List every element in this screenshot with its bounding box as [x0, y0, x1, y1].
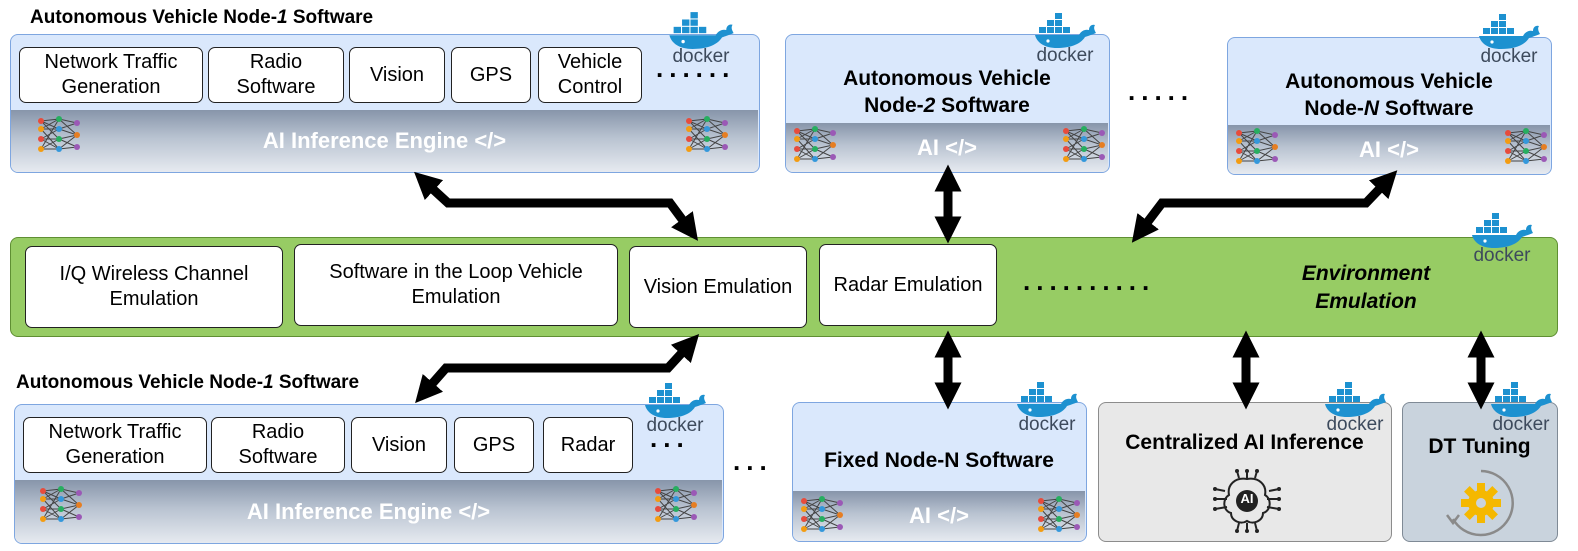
env-iq-wireless-channel: I/Q Wireless Channel Emulation	[25, 246, 283, 328]
neural-network-icon	[791, 125, 839, 165]
arrow-nodeN-environment	[1131, 170, 1398, 243]
component-vision: Vision	[349, 47, 445, 103]
docker-icon: docker	[1320, 380, 1390, 434]
more-components-dots: ...	[650, 423, 690, 453]
neural-network-icon	[798, 495, 846, 535]
docker-icon: docker	[1467, 211, 1537, 265]
neural-network-icon	[652, 485, 700, 525]
component-radio-software: Radio Software	[208, 47, 344, 103]
component-radar: Radar	[543, 417, 633, 473]
node2-ai-bar: AI </>	[786, 123, 1108, 172]
ai-brain-icon-text: AI	[1240, 491, 1254, 506]
component-radio-software: Radio Software	[211, 417, 345, 473]
more-fixed-nodes-dots: ...	[733, 446, 773, 476]
neural-network-icon	[1502, 127, 1550, 167]
docker-icon: docker	[666, 10, 736, 66]
more-components-dots: ......	[656, 53, 736, 83]
env-radar-emulation: Radar Emulation	[819, 244, 997, 326]
env-more-dots: ..........	[1023, 266, 1156, 296]
ai-inference-engine-label: AI Inference Engine </>	[262, 128, 507, 153]
bottom-node1-panel: Network Traffic Generation Radio Softwar…	[14, 404, 724, 544]
component-gps: GPS	[454, 417, 534, 473]
nodeN-panel: Autonomous Vehicle Node-N Software AI </…	[1227, 37, 1552, 175]
nodeN-label: Autonomous Vehicle Node-N Software	[1285, 70, 1493, 121]
fixed-node-panel: Fixed Node-N Software AI </>	[792, 402, 1087, 542]
environment-emulation-panel: I/Q Wireless Channel Emulation Software …	[10, 237, 1558, 337]
docker-icon: docker	[1474, 12, 1544, 66]
neural-network-icon	[1060, 125, 1108, 165]
ai-brain-icon	[1213, 469, 1281, 533]
docker-icon: docker	[1030, 11, 1100, 65]
arrow-top-node1-environment	[414, 171, 699, 241]
fixed-node-label: Fixed Node-N Software	[824, 449, 1054, 472]
more-nodes-dots: .....	[1128, 76, 1195, 106]
node2-label: Autonomous Vehicle Node-2 Software	[843, 67, 1051, 118]
centralized-ai-panel: Centralized AI Inference AI	[1098, 402, 1392, 542]
component-network-traffic: Network Traffic Generation	[19, 47, 203, 103]
node2-panel: Autonomous Vehicle Node-2 Software AI </…	[785, 34, 1110, 173]
neural-network-icon	[35, 115, 83, 155]
component-vision: Vision	[351, 417, 447, 473]
gear-icon	[1446, 469, 1514, 537]
ai-inference-engine-bar: AI Inference Engine </>	[11, 110, 758, 172]
ai-inference-engine-label: AI Inference Engine </>	[246, 498, 491, 524]
dt-tuning-panel: DT Tuning	[1402, 402, 1558, 542]
ai-inference-engine-bar: AI Inference Engine </>	[15, 480, 722, 543]
nodeN-ai-bar: AI </>	[1228, 125, 1550, 174]
env-vision-emulation: Vision Emulation	[629, 246, 807, 328]
neural-network-icon	[1233, 127, 1281, 167]
neural-network-icon	[1035, 495, 1083, 535]
environment-emulation-label: Environment Emulation	[1301, 262, 1431, 314]
docker-icon: docker	[1012, 380, 1082, 434]
docker-icon: docker	[1486, 380, 1556, 434]
neural-network-icon	[683, 115, 731, 155]
neural-network-icon	[37, 485, 85, 525]
env-software-in-loop: Software in the Loop Vehicle Emulation	[294, 244, 618, 326]
dt-tuning-label: DT Tuning	[1428, 435, 1531, 458]
component-vehicle-control: Vehicle Control	[538, 47, 642, 103]
component-gps: GPS	[451, 47, 531, 103]
bottom-node1-title: Autonomous Vehicle Node-1 Software	[16, 372, 360, 393]
top-node1-title: Autonomous Vehicle Node-1 Software	[30, 7, 374, 28]
top-node1-panel: Network Traffic Generation Radio Softwar…	[10, 34, 760, 173]
component-network-traffic: Network Traffic Generation	[23, 417, 207, 473]
centralized-ai-label: Centralized AI Inference	[1125, 431, 1364, 454]
docker-icon: docker	[640, 381, 710, 435]
